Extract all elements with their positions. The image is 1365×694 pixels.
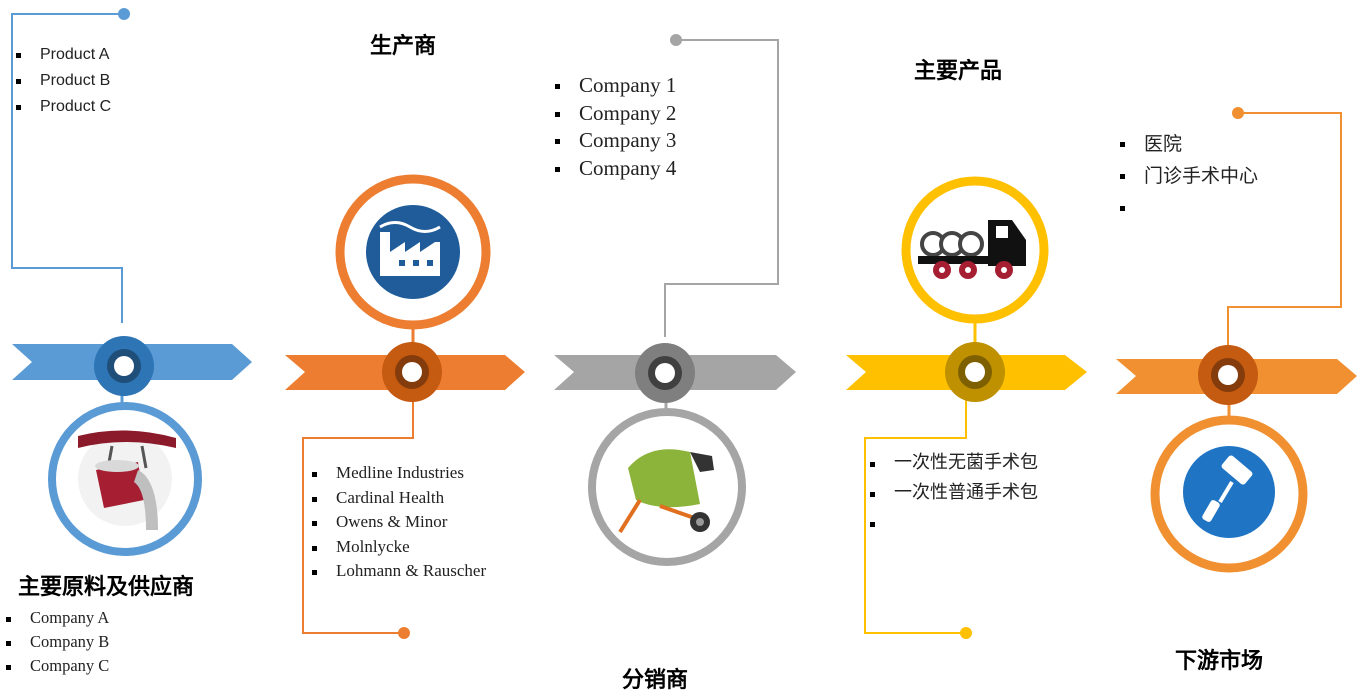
- list-item: 一次性无菌手术包: [868, 448, 1038, 478]
- list-item: 门诊手术中心: [1118, 160, 1258, 192]
- stage1-supplier-list: Company A Company B Company C: [4, 606, 109, 678]
- stage5-market-list: 医院 门诊手术中心: [1118, 128, 1258, 211]
- list-item: Company C: [4, 654, 109, 678]
- stage4-title: 主要产品: [914, 59, 1003, 84]
- connector-stage5: [1227, 112, 1342, 352]
- connector-stage2: [302, 392, 414, 634]
- connector-stage3: [664, 39, 779, 337]
- factory-icon: [335, 174, 491, 330]
- connector-lines: [11, 13, 1342, 634]
- truck-icon: [901, 176, 1049, 324]
- list-item: Owens & Minor: [310, 510, 486, 535]
- chevron-nodes: [94, 336, 1258, 405]
- list-item: 医院: [1118, 128, 1258, 160]
- connector-dots: [118, 8, 1244, 639]
- list-item: 一次性普通手术包: [868, 478, 1038, 508]
- stage3-title: 分销商: [622, 668, 689, 693]
- list-item: Company 1: [553, 72, 676, 100]
- list-item: Company 4: [553, 155, 676, 183]
- stage5-title: 下游市场: [1175, 649, 1264, 674]
- list-item: Medline Industries: [310, 461, 486, 486]
- connector-stage1: [11, 13, 124, 323]
- list-item: Lohmann & Rauscher: [310, 559, 486, 584]
- list-item: Company A: [4, 606, 109, 630]
- stage4-product-list: 一次性无菌手术包 一次性普通手术包: [868, 448, 1038, 527]
- list-item: Company B: [4, 630, 109, 654]
- stage1-title: 主要原料及供应商: [18, 575, 195, 600]
- stage2-company-list: Medline Industries Cardinal Health Owens…: [310, 461, 486, 584]
- cement-mixer-icon: [588, 408, 746, 566]
- list-item: Company 2: [553, 100, 676, 128]
- stage1-product-list: Product A Product B Product C: [14, 42, 111, 120]
- list-item: Product B: [14, 68, 111, 94]
- stage3-company-list: Company 1 Company 2 Company 3 Company 4: [553, 72, 676, 182]
- connector-stage4: [864, 398, 967, 634]
- pouring-ladle-icon: [48, 402, 202, 556]
- list-item: Company 3: [553, 127, 676, 155]
- list-item: Product C: [14, 94, 111, 120]
- list-item: Cardinal Health: [310, 486, 486, 511]
- list-item: Product A: [14, 42, 111, 68]
- paint-roller-icon: [1150, 415, 1308, 573]
- stage2-title: 生产商: [370, 34, 437, 59]
- list-item: Molnlycke: [310, 535, 486, 560]
